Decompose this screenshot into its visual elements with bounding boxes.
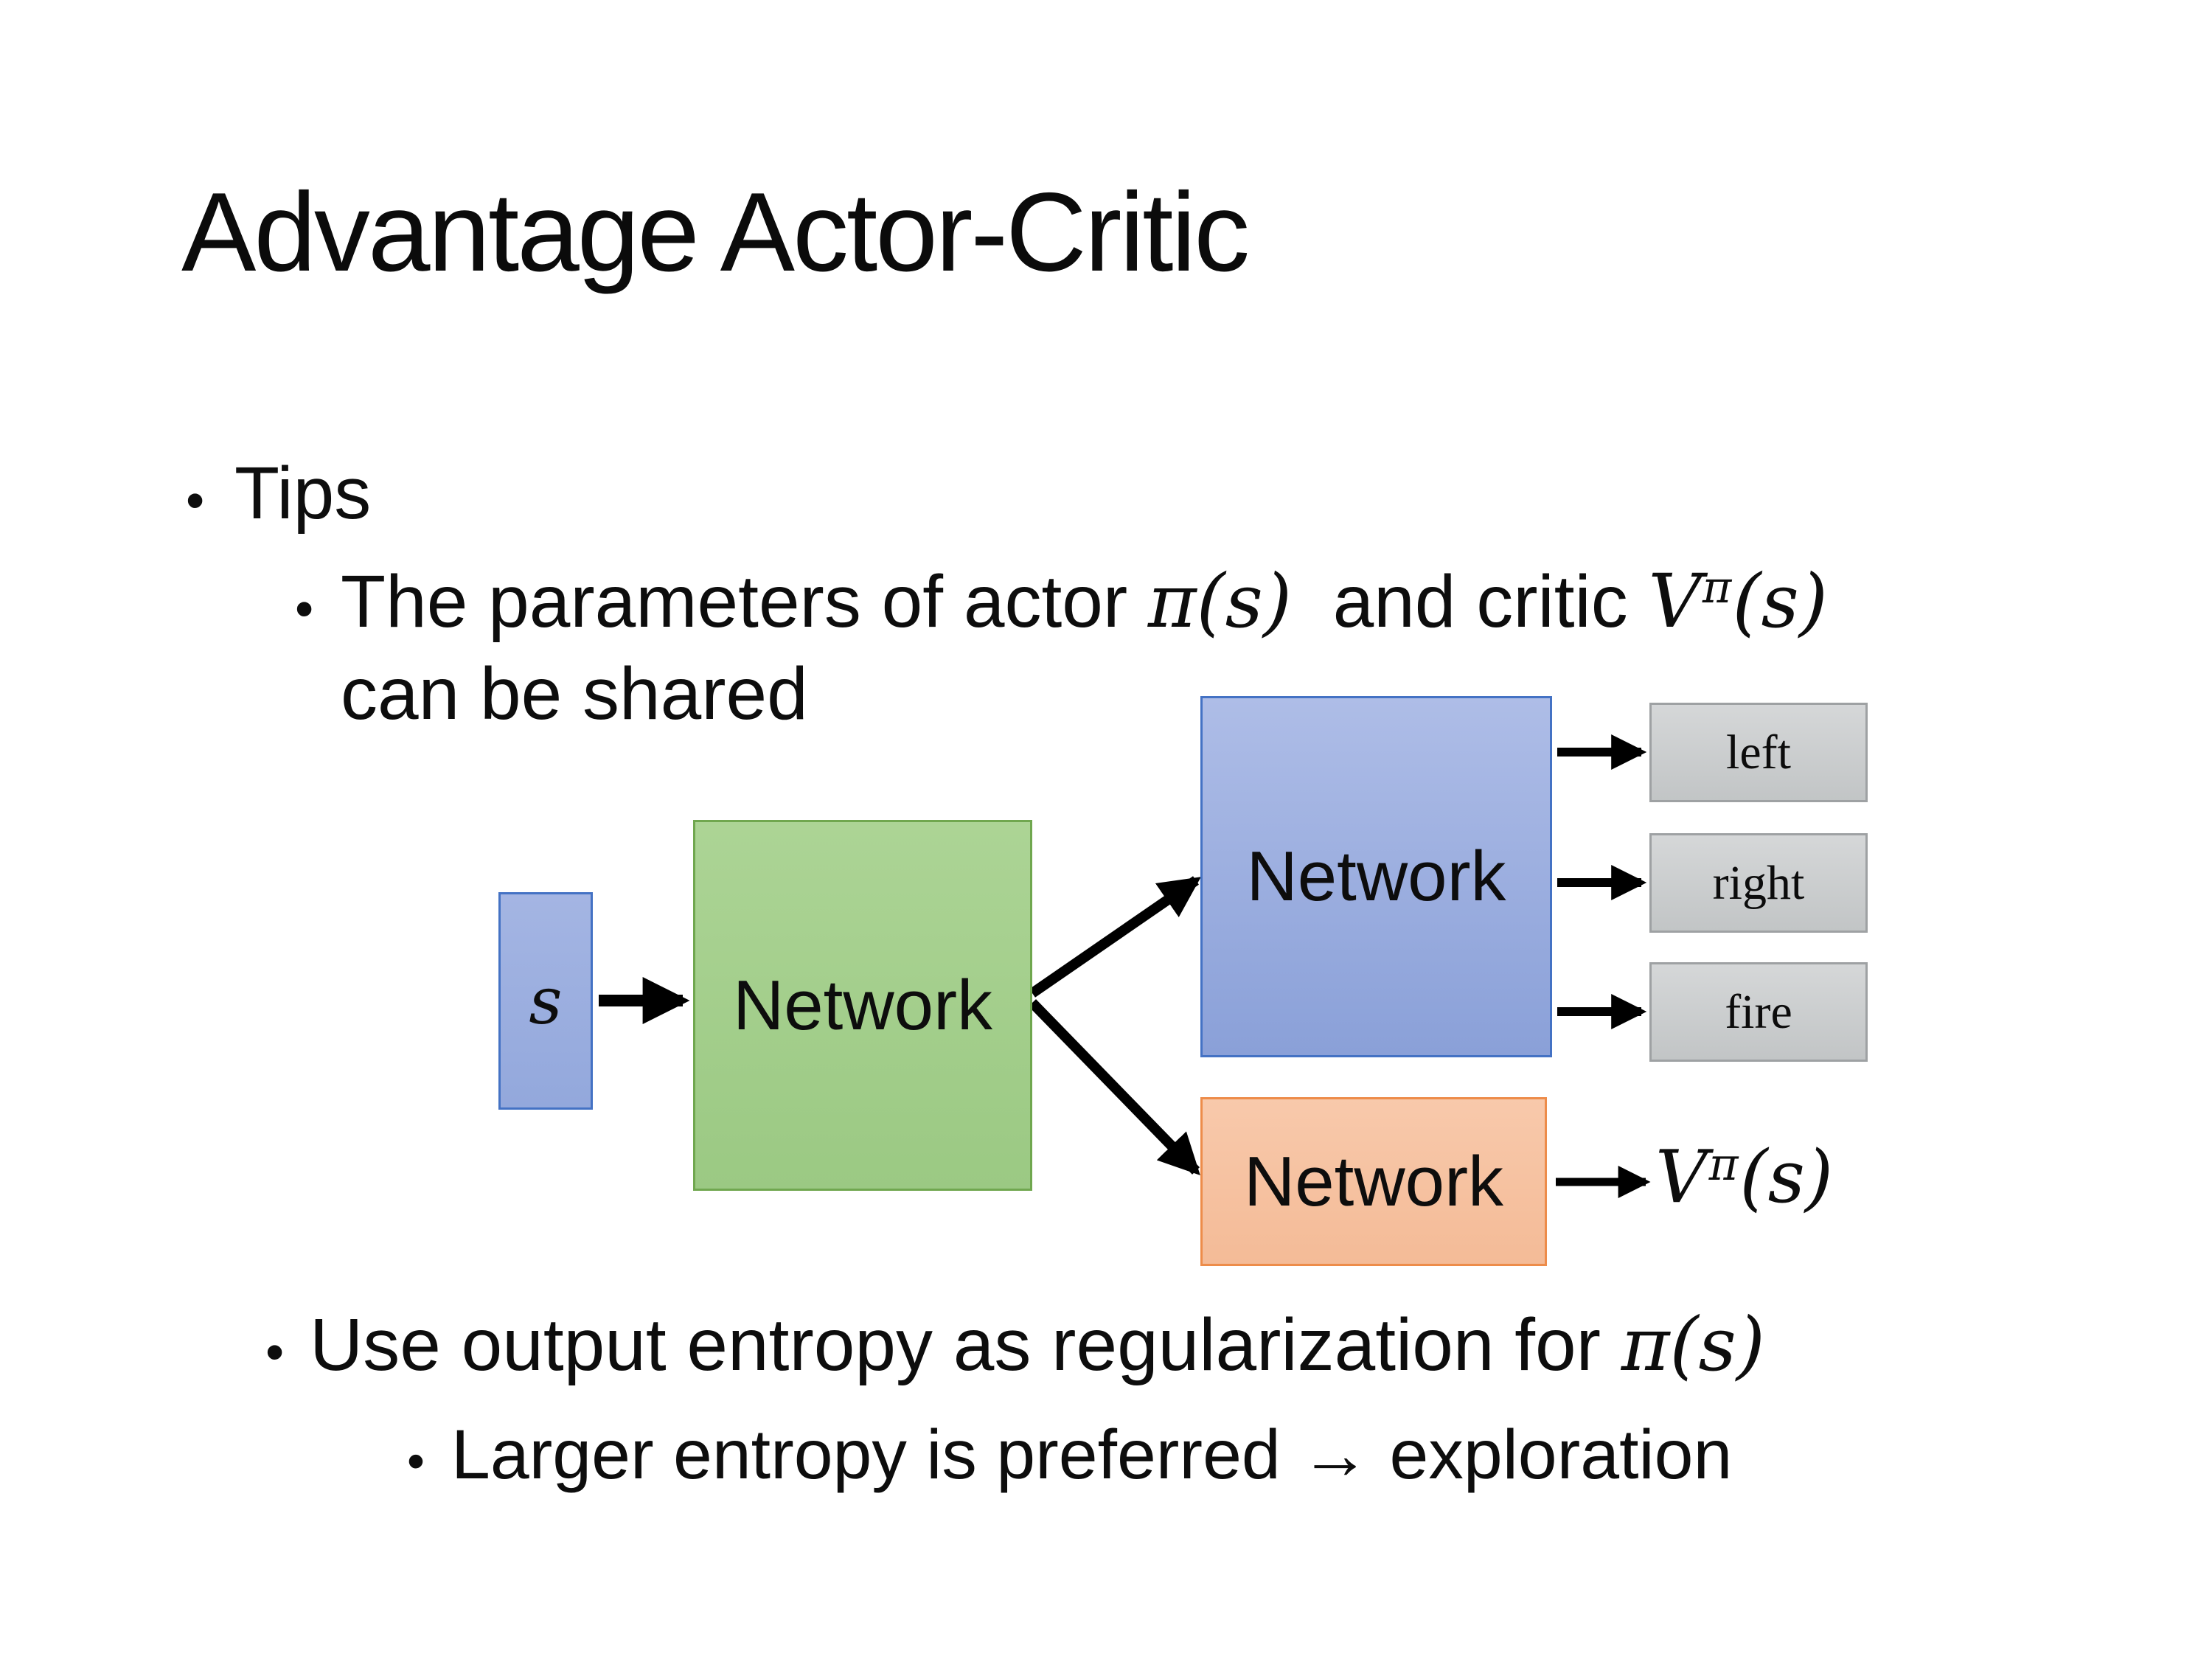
policy-math: π(s) [1621,1301,1765,1388]
critic-value-base: V [1648,558,1702,644]
bullet-icon: • [407,1433,425,1489]
entropy-text-before: Use output entropy as regularization for [310,1304,1621,1386]
exploration-label: Larger entropy is preferred → exploratio… [451,1416,1733,1494]
bullet-entropy: • Use output entropy as regularization f… [265,1301,1765,1388]
action-label-fire: fire [1725,984,1792,1039]
action-box-right: right [1649,833,1868,933]
critic-output-value: Vπ(s) [1655,1134,1833,1222]
state-label: s [529,963,563,1039]
tips-label: Tips [234,452,372,535]
bullet-parameters-line2: can be shared [341,653,808,735]
state-box: s [498,892,593,1110]
critic-output-args: (s) [1739,1135,1834,1220]
shared-network-box: Network [693,820,1032,1191]
shared-network-label: Network [732,965,993,1045]
parameters-text-before: The parameters of actor [341,560,1148,643]
critic-value-sup: π [1702,562,1732,613]
critic-network-box: Network [1200,1097,1547,1266]
entropy-text: Use output entropy as regularization for… [310,1301,1765,1388]
arrow-shared-to-critic [1028,999,1200,1176]
critic-network-label: Network [1243,1141,1504,1221]
actor-policy-math: π(s) [1147,558,1292,644]
bullet-icon: • [295,580,314,639]
page-title: Advantage Actor-Critic [181,170,1250,295]
action-label-left: left [1726,725,1791,779]
actor-network-box: Network [1200,696,1552,1057]
actor-network-label: Network [1246,837,1506,916]
bullet-exploration: • Larger entropy is preferred → explorat… [407,1416,1732,1494]
parameters-text-mid: and critic [1292,560,1649,643]
critic-output-sup: π [1708,1138,1739,1191]
bullet-parameters-line1: • The parameters of actor π(s) and criti… [295,558,1828,644]
arrow-shared-to-actor [1029,876,1201,998]
parameters-text: The parameters of actor π(s) and critic … [341,558,1828,644]
action-box-fire: fire [1649,962,1868,1062]
bullet-icon: • [265,1323,285,1382]
bullet-icon: • [186,471,205,530]
action-box-left: left [1649,703,1868,802]
critic-value-args: (s) [1732,558,1828,644]
action-label-right: right [1712,855,1805,910]
bullet-tips: • Tips [186,453,371,534]
critic-output-base: V [1655,1135,1708,1220]
